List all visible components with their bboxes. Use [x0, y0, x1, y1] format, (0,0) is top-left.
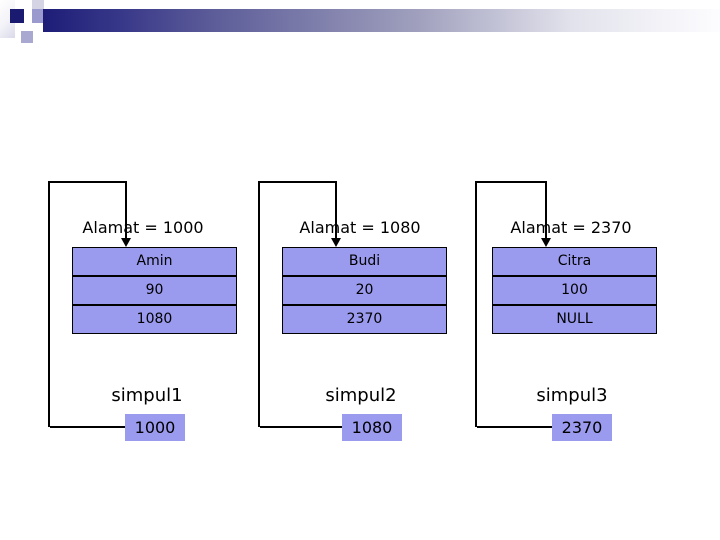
node-field-next: NULL: [492, 305, 657, 334]
deco-navy-square: [10, 9, 24, 23]
address-box: 1000: [125, 414, 185, 441]
node-record-table: Citra 100 NULL: [492, 247, 657, 334]
node-field-next: 2370: [282, 305, 447, 334]
connector-bottom-line: [50, 426, 125, 428]
address-box: 1080: [342, 414, 402, 441]
connector-arrow-line: [545, 181, 547, 239]
connector-top-line: [48, 181, 127, 183]
node-field-value: 90: [72, 276, 237, 305]
alamat-label: Alamat = 2370: [510, 218, 632, 237]
connector-top-line: [258, 181, 337, 183]
deco-mid-square: [32, 9, 44, 23]
slide-accent-bar: [43, 9, 720, 32]
connector-left-line: [258, 181, 260, 427]
node-field-value: 100: [492, 276, 657, 305]
node-record-table: Budi 20 2370: [282, 247, 447, 334]
address-box: 2370: [552, 414, 612, 441]
simpul-label: simpul2: [325, 385, 397, 406]
alamat-label: Alamat = 1000: [82, 218, 204, 237]
simpul-label: simpul3: [536, 385, 608, 406]
node-field-name: Citra: [492, 247, 657, 276]
alamat-label: Alamat = 1080: [299, 218, 421, 237]
connector-left-line: [475, 181, 477, 427]
node-field-name: Budi: [282, 247, 447, 276]
connector-left-line: [48, 181, 50, 427]
deco-light-square: [32, 0, 44, 9]
pointer-arrowhead-icon: [331, 238, 341, 247]
connector-top-line: [475, 181, 547, 183]
connector-arrow-line: [125, 181, 127, 239]
connector-bottom-line: [260, 426, 342, 428]
simpul-label: simpul1: [111, 385, 183, 406]
pointer-arrowhead-icon: [121, 238, 131, 247]
node-field-name: Amin: [72, 247, 237, 276]
connector-arrow-line: [335, 181, 337, 239]
node-field-value: 20: [282, 276, 447, 305]
connector-bottom-line: [477, 426, 552, 428]
node-field-next: 1080: [72, 305, 237, 334]
node-record-table: Amin 90 1080: [72, 247, 237, 334]
deco-low-square: [21, 31, 33, 43]
pointer-arrowhead-icon: [541, 238, 551, 247]
